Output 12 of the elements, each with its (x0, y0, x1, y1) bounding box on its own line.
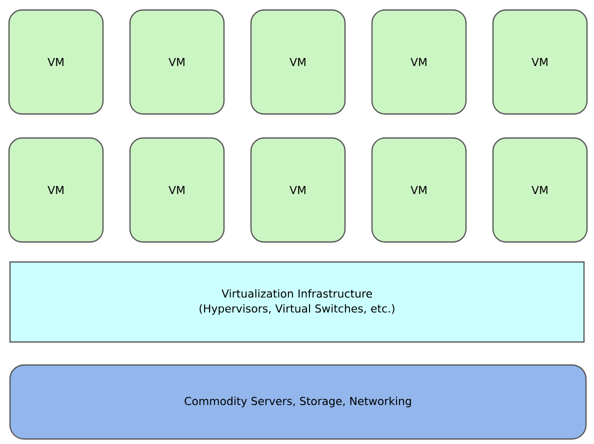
vm-box: VM (129, 137, 225, 243)
vm-box: VM (250, 9, 346, 115)
hardware-layer: Commodity Servers, Storage, Networking (9, 364, 587, 440)
vm-box: VM (8, 137, 104, 243)
vm-box: VM (371, 9, 467, 115)
vm-box: VM (492, 137, 588, 243)
vm-box: VM (8, 9, 104, 115)
vm-box: VM (371, 137, 467, 243)
vm-box: VM (492, 9, 588, 115)
vm-box: VM (129, 9, 225, 115)
vm-box: VM (250, 137, 346, 243)
layer-band: Virtualization Infrastructure (Hypervisors, Virtual Switches, etc.) (9, 261, 585, 343)
